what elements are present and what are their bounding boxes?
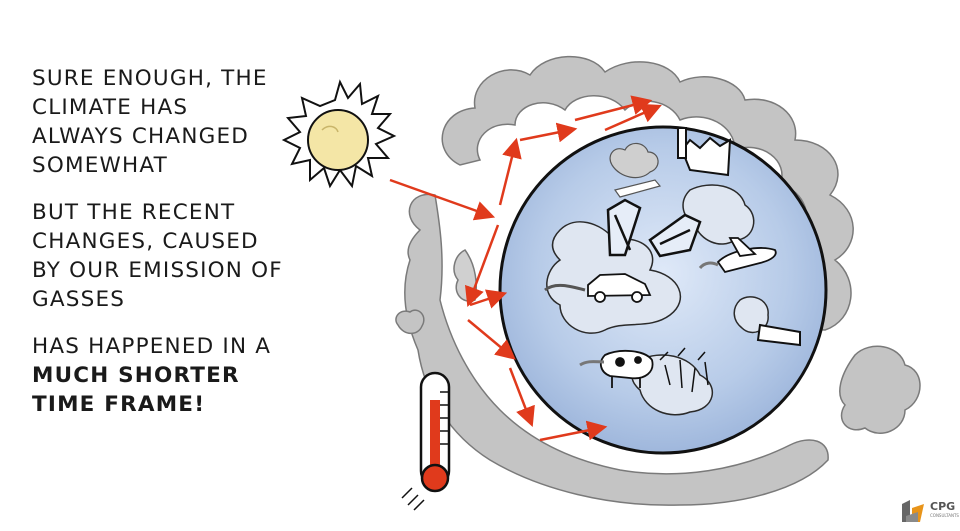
factory-icon [677, 127, 732, 177]
car-icon [544, 273, 652, 303]
text-line-emphasis: MUCH SHORTER [32, 363, 240, 388]
text-line-emphasis: TIME FRAME! [32, 392, 206, 417]
narration-text: SURE ENOUGH, THE CLIMATE HAS ALWAYS CHAN… [32, 64, 332, 437]
cpg-logo-icon [902, 500, 924, 522]
earth-globe [498, 125, 828, 455]
sun-icon [281, 79, 397, 189]
radiation-arrows [389, 95, 662, 442]
deforestation-icon [659, 347, 709, 393]
airplane-icon [698, 237, 777, 274]
paragraph-3: HAS HAPPENED IN A MUCH SHORTER TIME FRAM… [32, 332, 332, 419]
logo-subtitle: CONSULTANTS [930, 513, 959, 518]
exhaust-pipe-icon [756, 323, 801, 347]
thermometer-icon [401, 371, 451, 511]
text-line: SURE ENOUGH, THE [32, 66, 268, 91]
text-line: BY OUR EMISSION OF [32, 258, 283, 283]
text-line: BUT THE RECENT [32, 200, 236, 225]
text-line: SOMEWHAT [32, 153, 168, 178]
text-line: CHANGES, CAUSED [32, 229, 259, 254]
text-line: ALWAYS CHANGED [32, 124, 250, 149]
skyscrapers-icon [606, 198, 702, 258]
cow-icon [579, 349, 654, 388]
text-line: CLIMATE HAS [32, 95, 189, 120]
text-line: GASSES [32, 287, 126, 312]
industrial-smoke-icon [609, 142, 662, 198]
logo-name: CPG [930, 500, 956, 513]
text-line: HAS HAPPENED IN A [32, 334, 272, 359]
paragraph-2: BUT THE RECENT CHANGES, CAUSED BY OUR EM… [32, 198, 332, 314]
paragraph-1: SURE ENOUGH, THE CLIMATE HAS ALWAYS CHAN… [32, 64, 332, 180]
